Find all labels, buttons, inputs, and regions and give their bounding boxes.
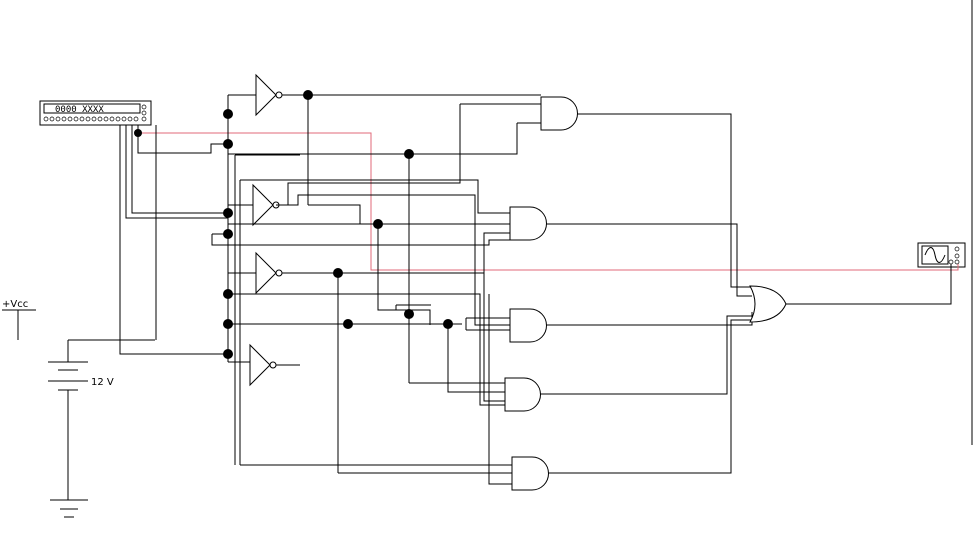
oscilloscope[interactable] <box>917 242 966 268</box>
junction-dot <box>223 229 233 239</box>
junction-dot <box>134 129 142 137</box>
probe-wire <box>138 132 959 271</box>
not-gate-1 <box>255 73 283 117</box>
not-gate-4 <box>249 343 277 387</box>
and-gate-2 <box>509 206 547 241</box>
junction-dot <box>303 90 313 100</box>
and-gate-1 <box>540 96 578 131</box>
word-generator[interactable]: 0000 XXXX <box>39 100 152 126</box>
junction-dot <box>223 208 233 218</box>
ground-symbol <box>50 499 88 518</box>
input-bus <box>227 94 256 465</box>
junction-dot <box>223 139 233 149</box>
and-gate-5 <box>511 456 549 491</box>
junction-dot <box>404 149 414 159</box>
vcc-label: +Vcc <box>2 299 28 310</box>
input-wires <box>119 125 228 355</box>
not-gate-3 <box>255 251 283 295</box>
vcc-supply: +Vcc <box>2 299 36 340</box>
battery-label: 12 V <box>91 377 114 388</box>
internal-wiring <box>228 94 952 485</box>
or-gate <box>749 285 787 323</box>
not-gate-2 <box>252 183 280 227</box>
junction-dot <box>223 319 233 329</box>
and-gate-4 <box>504 377 541 412</box>
junction-dot <box>223 109 233 119</box>
word-generator-pins <box>43 104 147 122</box>
junction-dot <box>223 289 233 299</box>
junction-dot <box>373 219 383 229</box>
junction-dot <box>333 268 343 278</box>
battery-12v: 12 V <box>48 339 155 500</box>
junction-dot <box>223 349 233 359</box>
junction-dots <box>134 90 453 359</box>
and-gate-3 <box>509 308 547 343</box>
word-generator-display: 0000 XXXX <box>55 105 104 115</box>
junction-dot <box>343 319 353 329</box>
sine-wave-icon <box>924 247 946 263</box>
junction-dot <box>404 309 414 319</box>
junction-dot <box>443 319 453 329</box>
